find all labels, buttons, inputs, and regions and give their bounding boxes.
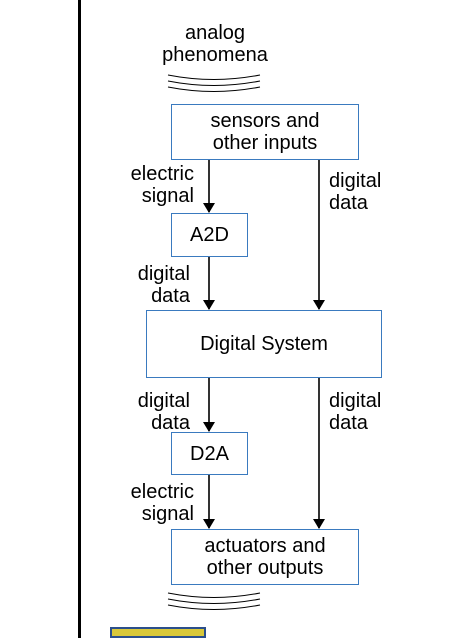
electric-signal-output-label: electric signal [130, 481, 194, 525]
digital-data-label-left-bottom: digital data [137, 390, 190, 434]
thumbnail-image-fill [112, 629, 204, 636]
analog-wave-icon-bottom [167, 592, 261, 610]
digital-data-label-a2d: digital data [137, 263, 190, 307]
analog-wave-icon-top [167, 74, 261, 92]
digital-data-label-right-bottom: digital data [329, 390, 382, 434]
digital-system-box: Digital System [146, 310, 382, 378]
a2d-box: A2D [171, 213, 248, 257]
analog-phenomena-label: analog phenomena [162, 22, 268, 66]
thumbnail-image[interactable] [110, 627, 206, 638]
d2a-box: D2A [171, 432, 248, 475]
electric-signal-input-label: electric signal [130, 163, 194, 207]
digital-data-label-right-top: digital data [329, 170, 382, 214]
actuators-box: actuators and other outputs [171, 529, 359, 585]
sensors-box: sensors and other inputs [171, 104, 359, 160]
left-border-line [78, 0, 81, 638]
